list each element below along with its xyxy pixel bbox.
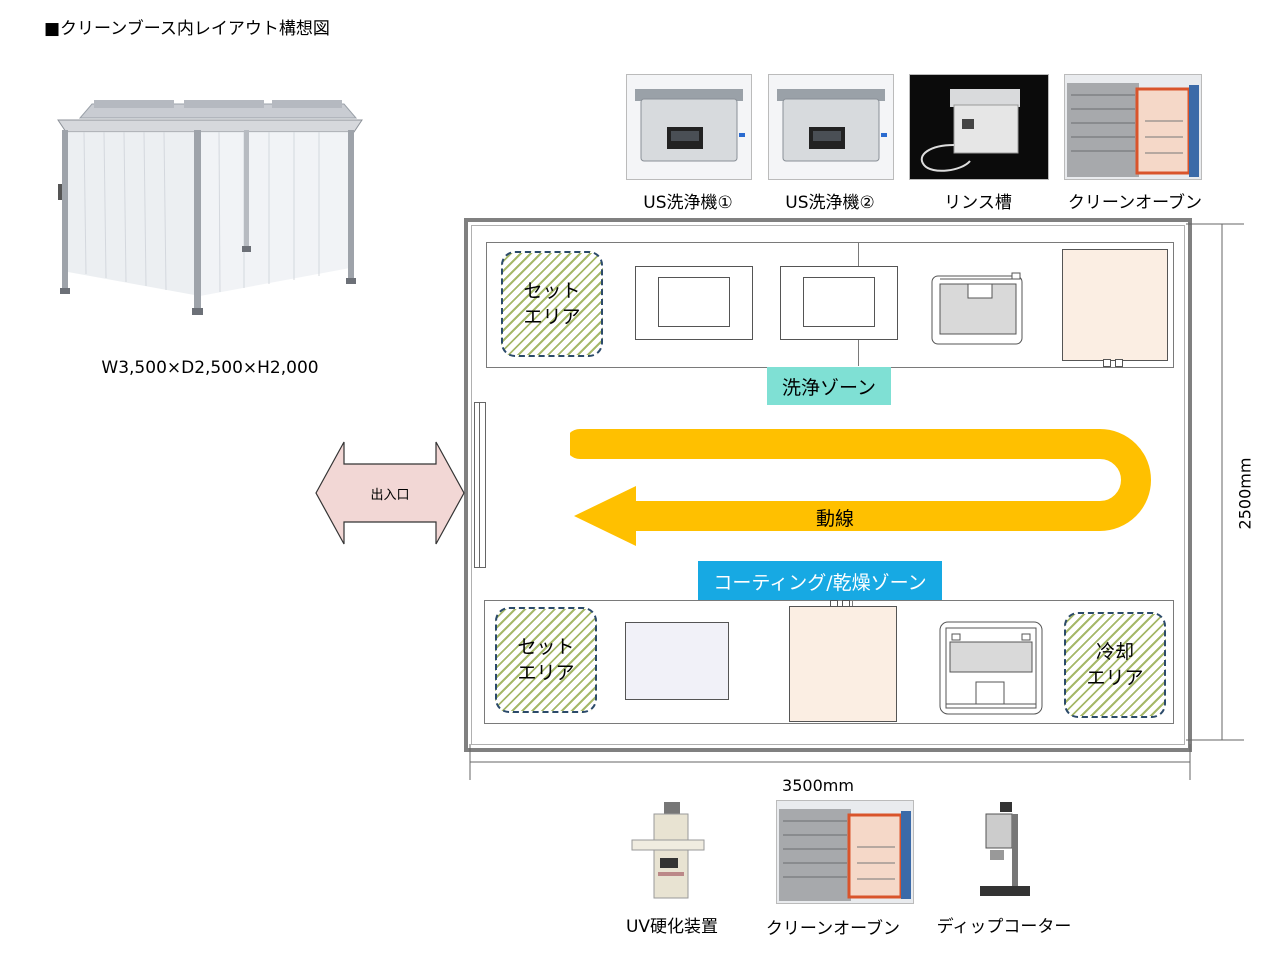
us-cleaner-2-photo xyxy=(768,74,894,180)
label-clean-oven-bottom: クリーンオーブン xyxy=(765,919,901,939)
entrance-arrow xyxy=(315,441,465,545)
set-area-bottom: セットエリア xyxy=(495,607,597,713)
booth-floor-plan xyxy=(464,218,1192,752)
depth-dimension-label: 2500mm xyxy=(1235,457,1255,530)
width-dimension-label: 3500mm xyxy=(782,776,854,795)
oven-hinge-top-2 xyxy=(1115,359,1123,367)
door xyxy=(474,402,486,568)
set-area-top: セットエリア xyxy=(501,251,603,357)
depth-dimension-line xyxy=(1186,223,1244,741)
dip-coater-photo xyxy=(980,802,1030,896)
page-title: ■クリーンブース内レイアウト構想図 xyxy=(44,19,330,39)
coating-zone-label: コーティング/乾燥ゾーン xyxy=(698,561,942,601)
dip-coater-plan xyxy=(939,621,1043,715)
us-cleaner-2-plan xyxy=(780,266,898,340)
flow-arrow xyxy=(570,429,1151,546)
us-cleaner-1-photo xyxy=(626,74,752,180)
rinse-tank-photo xyxy=(909,74,1049,180)
width-dimension-line xyxy=(469,744,1191,780)
label-clean-oven-top: クリーンオーブン xyxy=(1067,193,1203,213)
label-us-cleaner-2: US洗浄機② xyxy=(785,193,875,213)
oven-hinge-top-1 xyxy=(1103,359,1111,367)
rinse-tank-plan xyxy=(931,272,1023,345)
uv-curing-photo xyxy=(631,802,705,899)
wash-zone-label: 洗浄ゾーン xyxy=(767,367,891,405)
cooling-area: 冷却エリア xyxy=(1064,612,1166,718)
uv-curing-plan xyxy=(625,622,729,700)
flow-label: 動線 xyxy=(815,508,854,530)
booth-dimensions: W3,500×D2,500×H2,000 xyxy=(101,358,319,378)
clean-oven-bottom-photo xyxy=(776,800,914,904)
clean-oven-top-photo xyxy=(1064,74,1202,180)
clean-booth-image xyxy=(57,100,363,315)
clean-oven-plan-top xyxy=(1062,249,1168,361)
label-uv-curing: UV硬化装置 xyxy=(625,917,719,937)
label-rinse-tank: リンス槽 xyxy=(944,193,1012,213)
label-us-cleaner-1: US洗浄機① xyxy=(643,193,733,213)
us-cleaner-1-plan xyxy=(635,266,753,340)
clean-oven-plan-bottom xyxy=(789,606,897,722)
label-dip-coater: ディップコーター xyxy=(936,917,1072,937)
entrance-label: 出入口 xyxy=(370,488,410,503)
